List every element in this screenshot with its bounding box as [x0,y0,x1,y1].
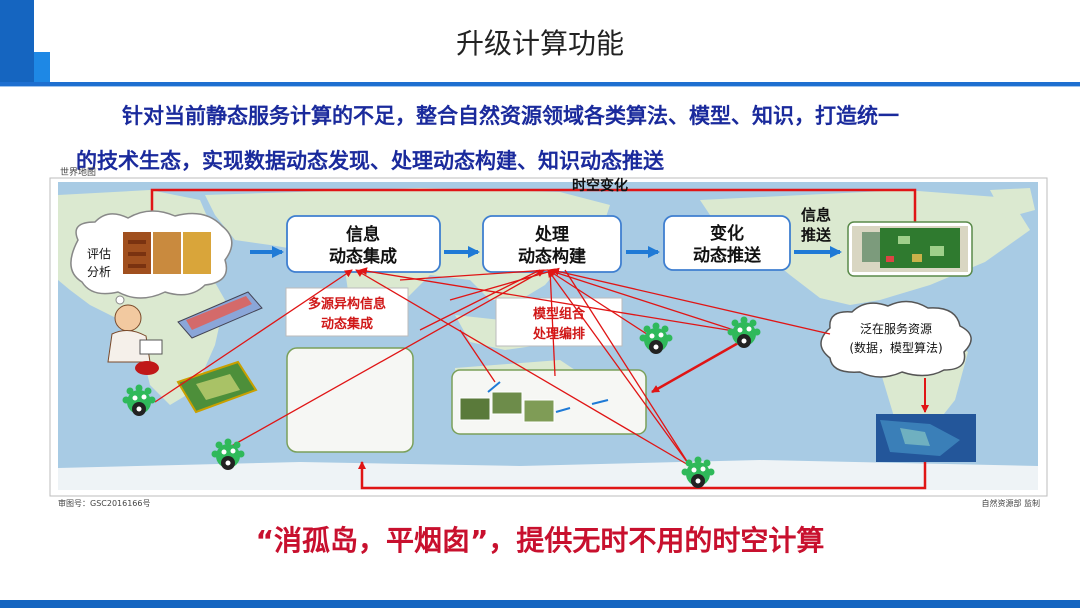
pan-service-cloud: 泛在服务资源 (数据，模型算法) [820,300,972,378]
box-info-integration: 信息 动态集成 [286,215,441,273]
map-approval-number: 审图号：GSC2016166号 [58,498,151,508]
model-workflow-container [451,369,647,435]
push-label-2: 推送 [801,226,832,244]
model-combo-line-1: 模型组合 [533,306,586,322]
box-process-line-1: 处理 [534,224,569,245]
title-rule [0,82,1080,86]
pan-service-line-2: (数据，模型算法) [849,340,942,355]
result-map-image [847,221,973,277]
spacetime-loop-arrow [148,188,917,227]
box-process-build: 处理 动态构建 [482,215,622,273]
corner-accent-small [34,52,50,82]
intro-text: 针对当前静态服务计算的不足，整合自然资源领域各类算法、模型、知识，打造统一 的技… [76,94,1056,184]
analyst-figure [107,304,163,375]
box-process-line-2: 动态构建 [518,246,586,267]
intro-line-2: 的技术生态，实现数据动态发现、处理动态构建、知识动态推送 [76,149,664,173]
map-caption: 世界地图 [60,166,96,178]
integration-container [286,347,414,453]
push-label-1: 信息 [801,206,831,224]
satellite-image [876,414,976,462]
box-change-line-2: 动态推送 [693,245,762,266]
map-publisher: 自然资源部 监制 [981,498,1040,508]
connection-lines [154,267,831,467]
corner-accent [0,0,34,82]
bottom-bar [0,600,1080,608]
box-info-line-1: 信息 [346,224,380,245]
bottom-loop-arrow [358,461,927,490]
title-rule-thin [0,86,1080,87]
assess-label-2: 分析 [87,265,111,279]
satellite-strip-image [177,291,263,339]
page-title: 升级计算功能 [455,27,624,60]
model-combo-label: 模型组合 处理编排 [495,297,623,347]
assess-label-1: 评估 [87,247,111,261]
service-to-model-arrow [651,340,741,394]
slogan: “消孤岛，平烟囱”，提供无时不用的时空计算 [255,524,825,557]
box-change-push: 变化 动态推送 [663,215,791,271]
landcover-image [176,360,258,414]
multisource-line-2: 动态集成 [321,316,373,332]
box-info-line-2: 动态集成 [329,246,397,267]
multisource-label: 多源异构信息 动态集成 [285,287,409,337]
spacetime-label: 时空变化 [572,177,628,194]
intro-line-1: 针对当前静态服务计算的不足，整合自然资源领域各类算法、模型、知识，打造统一 [122,104,899,128]
multisource-line-1: 多源异构信息 [308,296,386,312]
pan-service-line-1: 泛在服务资源 [860,321,932,336]
box-change-line-1: 变化 [710,223,744,244]
model-combo-line-2: 处理编排 [532,326,585,342]
assess-cloud: 评估 分析 [70,210,233,312]
